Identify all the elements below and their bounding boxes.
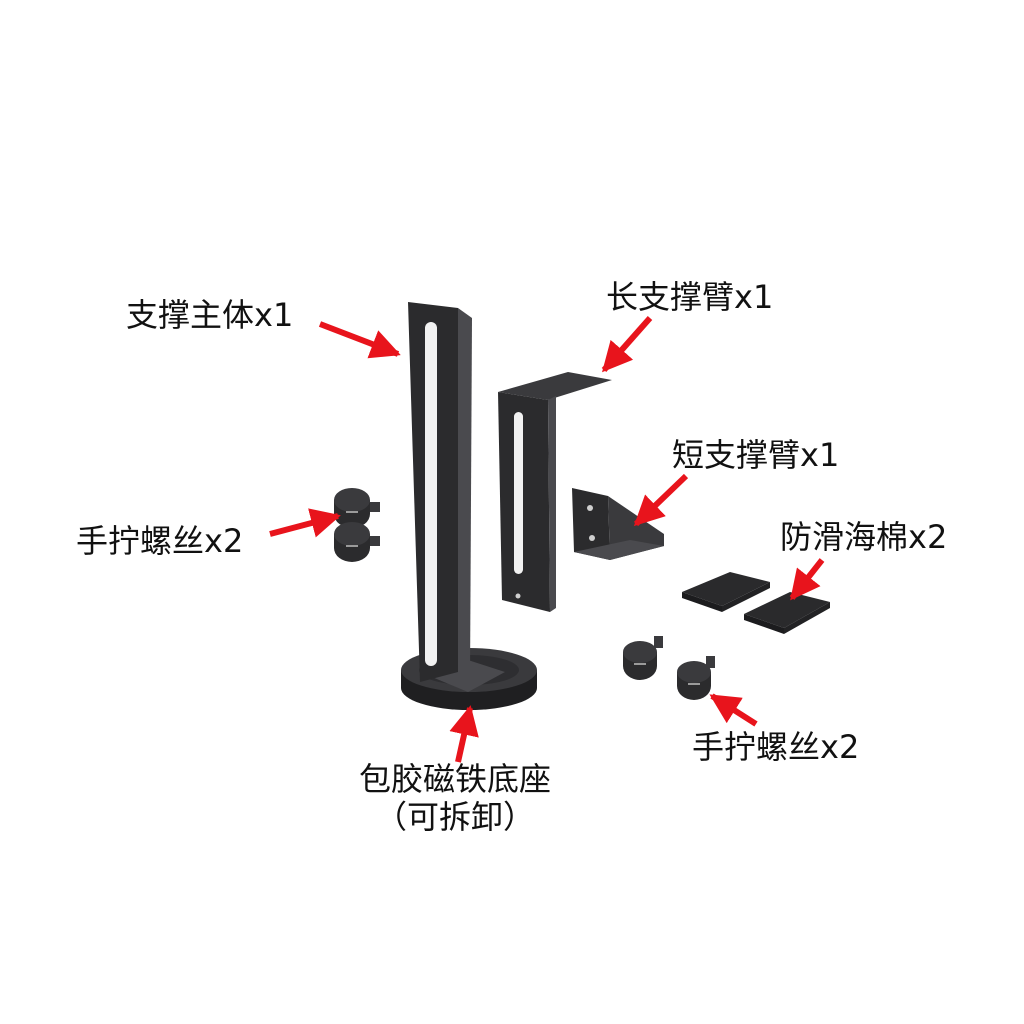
label-short-support-arm: 短支撑臂x1 [672,436,840,474]
short-support-arm [572,488,664,560]
thumb-screw-icon [623,636,663,680]
thumb-screw-icon [677,656,715,700]
label-magnetic-base-line2: （可拆卸） [374,798,535,836]
label-magnetic-base-line1: 包胶磁铁底座 [358,760,551,798]
label-foam-pads: 防滑海棉x2 [780,518,948,556]
label-thumb-screws-right: 手拧螺丝x2 [692,728,860,766]
long-support-arm [498,372,612,612]
red-arrow-icon [709,693,758,727]
red-arrow-icon [789,558,825,601]
red-arrow-icon [633,473,689,527]
label-thumb-screws-left: 手拧螺丝x2 [76,522,244,560]
red-arrow-icon [269,508,341,538]
thumb-screw-icon [334,522,380,562]
red-arrow-icon [318,321,401,359]
main-support-body [408,302,472,682]
thumb-screw-icon [334,488,380,528]
foam-pad-icon [682,572,770,612]
label-main-support-body: 支撑主体x1 [126,296,294,334]
label-magnetic-base: 包胶磁铁底座 （可拆卸） [330,760,580,836]
red-arrow-icon [449,705,479,763]
red-arrow-icon [601,316,653,373]
label-long-support-arm: 长支撑臂x1 [606,278,774,316]
foam-pad-icon [744,592,830,634]
